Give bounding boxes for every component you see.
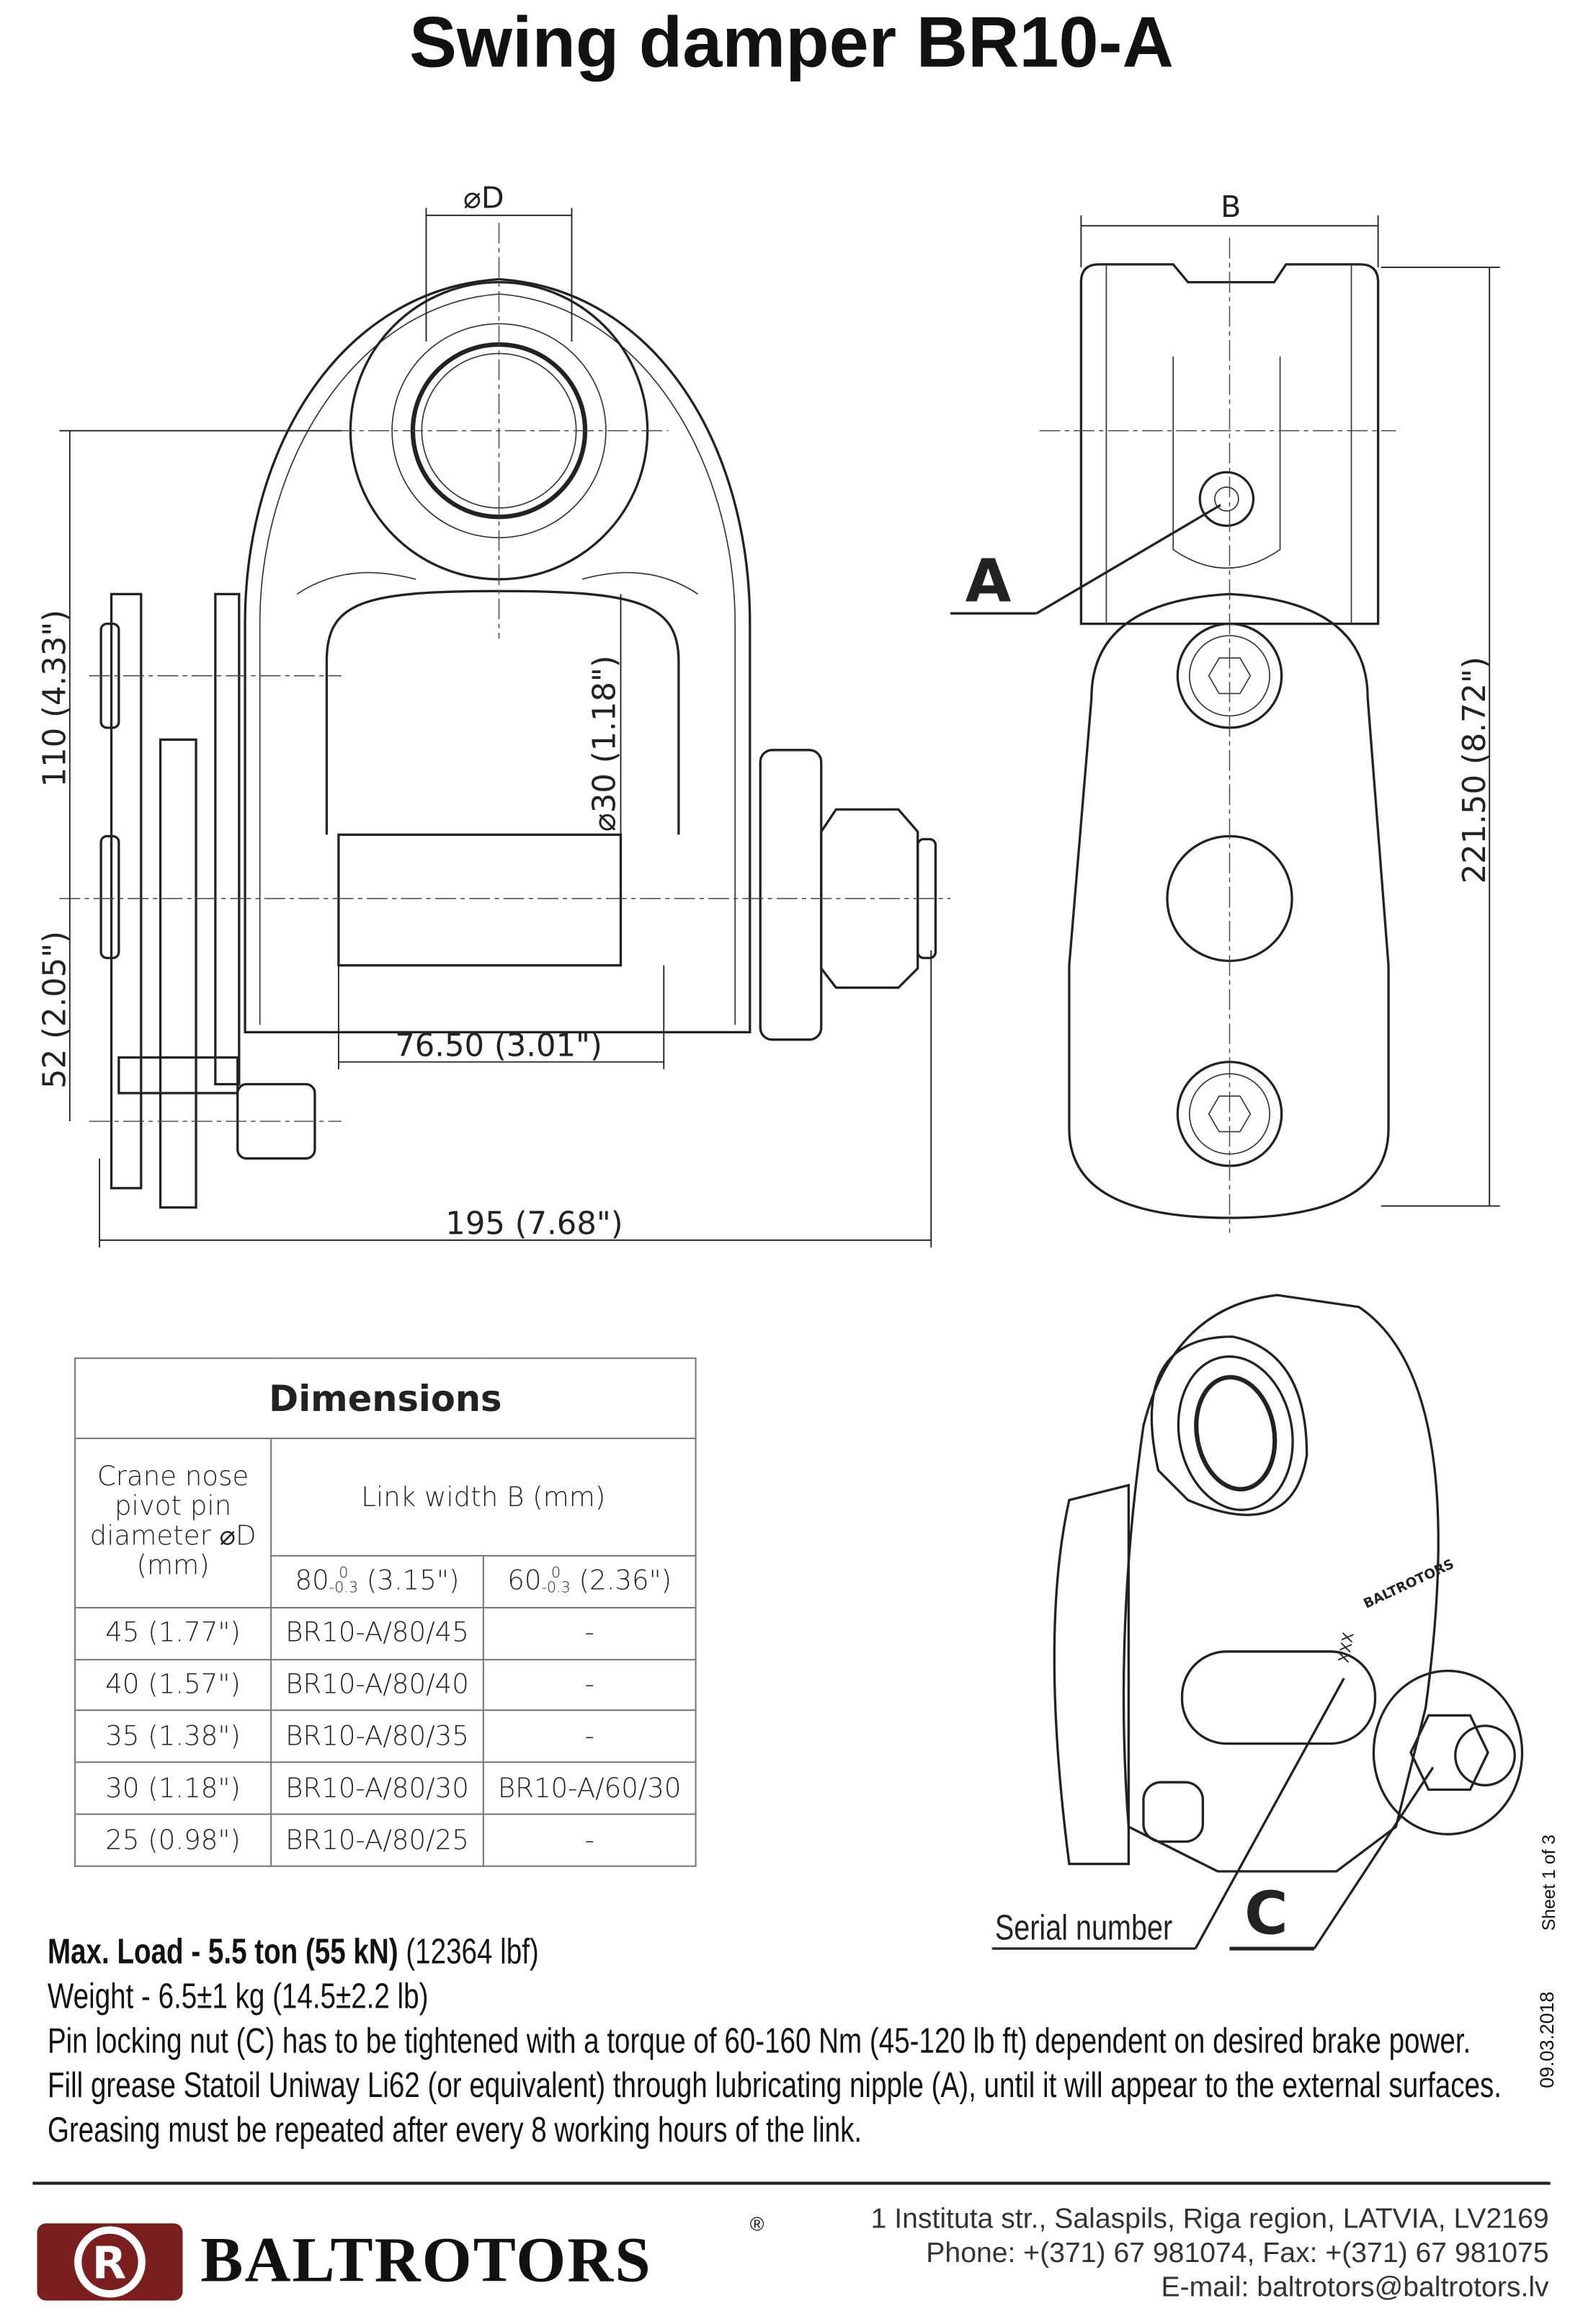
revision-date: 09.03.2018	[1535, 1991, 1558, 2088]
dimensions-table: Dimensions Crane nose pivot pin diameter…	[74, 1357, 697, 1867]
cell: BR10-A/80/45	[270, 1606, 484, 1660]
label-a: A	[966, 547, 1012, 616]
dim-52-label: 52 (2.05")	[37, 931, 73, 1089]
dim-30-label: ⌀30 (1.18")	[587, 655, 623, 832]
tolerance-lower: -0.3	[541, 1580, 571, 1598]
table-row: 35 (1.38")BR10-A/80/35-	[74, 1710, 697, 1764]
baltrotors-logo-icon: R	[37, 2223, 183, 2301]
svg-text:R: R	[92, 2238, 127, 2289]
serial-number-label: Serial number	[995, 1907, 1172, 1947]
table-row: 25 (0.98")BR10-A/80/25-	[74, 1813, 697, 1867]
cell: -	[482, 1658, 697, 1712]
cell: BR10-A/80/40	[270, 1658, 484, 1712]
col-header-link-width: Link width B (mm)	[270, 1438, 697, 1557]
footer-divider	[32, 2181, 1551, 2185]
front-view: ⌀D 110 (4.33") 52 (2.05") ⌀30 (1.18") 76…	[37, 181, 951, 1248]
page-title: Swing damper BR10-A	[409, 4, 1174, 84]
tolerance-lower: -0.3	[329, 1580, 358, 1598]
phone: Phone: +(371) 67 981074, Fax: +(371) 67 …	[926, 2238, 1549, 2270]
nominal-80: 80	[295, 1566, 329, 1598]
dim-110-label: 110 (4.33")	[37, 610, 73, 787]
label-c: C	[1244, 1879, 1288, 1948]
note-grease: Fill grease Statoil Uniway Li62 (or equi…	[47, 2065, 1502, 2106]
table-title: Dimensions	[74, 1357, 697, 1440]
cell: -	[482, 1710, 697, 1764]
max-load-lbf: (12364 lbf)	[398, 1932, 539, 1973]
dim-b-label: B	[1221, 190, 1241, 224]
cell: -	[482, 1606, 697, 1660]
dim-195-label: 195 (7.68")	[445, 1206, 623, 1242]
sheet-number: Sheet 1 of 3	[1538, 1834, 1560, 1931]
tolerance-upper: 0	[339, 1566, 349, 1582]
tolerance-upper: 0	[551, 1566, 561, 1582]
notes: Max. Load - 5.5 ton (55 kN) (12364 lbf) …	[48, 1931, 1502, 2153]
cell: BR10-A/60/30	[482, 1761, 697, 1815]
dim-76-label: 76.50 (3.01")	[395, 1028, 602, 1064]
cell: 25 (0.98")	[74, 1813, 272, 1867]
cell: 30 (1.18")	[74, 1761, 272, 1815]
col-header-80: 80 0-0.3 (3.15")	[270, 1554, 484, 1608]
inch-value: (3.15")	[366, 1566, 460, 1598]
contact-info: 1 Instituta str., Salaspils, Riga region…	[871, 2202, 1549, 2305]
cell: 35 (1.38")	[74, 1710, 272, 1764]
note-torque: Pin locking nut (C) has to be tightened …	[47, 2021, 1471, 2062]
table-row: 45 (1.77")BR10-A/80/45-	[74, 1606, 697, 1660]
cell: 40 (1.57")	[74, 1658, 272, 1712]
address: 1 Instituta str., Salaspils, Riga region…	[870, 2204, 1549, 2235]
note-greasing-interval: Greasing must be repeated after every 8 …	[47, 2110, 862, 2151]
weight: Weight - 6.5±1 kg (14.5±2.2 lb)	[47, 1977, 429, 2017]
cell: 45 (1.77")	[74, 1606, 272, 1660]
dim-221-label: 221.50 (8.72")	[1457, 656, 1493, 883]
cell: -	[482, 1813, 697, 1867]
inch-value: (2.36")	[579, 1566, 672, 1598]
side-view: B 221.50 (8.72") A	[950, 190, 1500, 1233]
cell: BR10-A/80/30	[270, 1761, 484, 1815]
col-header-60: 60 0-0.3 (2.36")	[482, 1554, 697, 1608]
isometric-view: XXX BALTROTORS Serial number C	[991, 1294, 1524, 1951]
dim-d-label: ⌀D	[463, 181, 504, 215]
cell: BR10-A/80/25	[270, 1813, 484, 1867]
table-row: 40 (1.57")BR10-A/80/40-	[74, 1658, 697, 1712]
max-load: Max. Load - 5.5 ton (55 kN)	[47, 1932, 398, 1973]
logo-marking: BALTROTORS	[1361, 1557, 1456, 1611]
registered-mark: ®	[749, 2212, 764, 2235]
email: E-mail: baltrotors@baltrotors.lv	[1161, 2272, 1549, 2304]
nominal-60: 60	[507, 1566, 542, 1598]
col-header-pin-diameter: Crane nose pivot pin diameter ⌀D (mm)	[74, 1438, 272, 1608]
cell: BR10-A/80/35	[270, 1710, 484, 1764]
brand-name: BALTROTORS	[200, 2226, 652, 2297]
